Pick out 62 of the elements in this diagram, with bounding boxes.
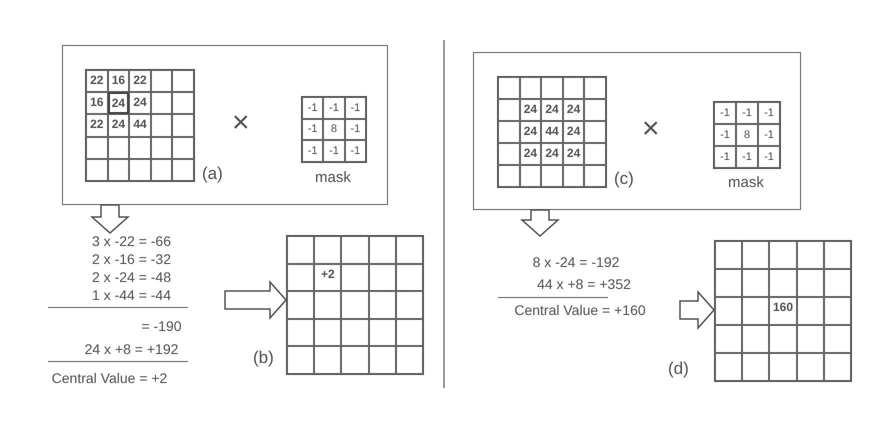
grid-cell: 8 (736, 124, 758, 146)
grid-cell: 24 (520, 99, 542, 121)
block-arrow (679, 290, 715, 330)
grid-cell: 24 (520, 121, 542, 143)
multiply-sign: × (232, 106, 250, 140)
caption-text: mask (315, 169, 351, 186)
block-arrow (224, 280, 287, 320)
panel-label: (d) (668, 359, 689, 379)
grid-cell: -1 (323, 97, 345, 119)
equation-text: 2 x -24 = -48 (91, 269, 172, 285)
grid-cell: 16 (86, 92, 108, 114)
multiply-sign: × (642, 112, 660, 146)
equation-text: 3 x -22 = -66 (91, 233, 172, 249)
grid-cell: 8 (323, 118, 345, 140)
grid-cell: 24 (108, 114, 130, 137)
grid-cell: -1 (302, 97, 324, 119)
grid-cell: 44 (129, 114, 151, 137)
grid-cell: -1 (344, 140, 366, 162)
grid-cell: 16 (108, 70, 130, 92)
grid-cell: 24 (129, 92, 151, 114)
frame-box (62, 45, 388, 205)
grid-cell: -1 (714, 146, 736, 168)
equation-text: 24 x +8 = +192 (84, 341, 180, 357)
caption-text: mask (728, 174, 764, 191)
grid-cell: 44 (541, 121, 563, 143)
grid-cell: 24 (541, 143, 563, 165)
grid-cell: -1 (758, 146, 780, 168)
grid-cell: 22 (86, 114, 108, 137)
grid-cell: -1 (323, 140, 345, 162)
grid-cell: -1 (344, 97, 366, 119)
grid-cell: -1 (758, 102, 780, 124)
equation-text: Central Value = +2 (50, 370, 168, 386)
grid-cell: -1 (758, 124, 780, 146)
grid-cell: -1 (302, 140, 324, 162)
grid-cell: -1 (714, 124, 736, 146)
grid-cell: 24 (562, 121, 584, 143)
panel-label: (a) (202, 164, 223, 184)
grid-cell: +2 (314, 264, 342, 292)
panel-label: (c) (614, 169, 634, 189)
grid-cell: -1 (302, 118, 324, 140)
frame-box (473, 52, 801, 210)
grid-cell: -1 (736, 102, 758, 124)
equation-text: Central Value = +160 (513, 302, 647, 318)
panel-label: (b) (253, 348, 274, 368)
block-arrow (520, 209, 560, 237)
grid-cell: -1 (714, 102, 736, 124)
grid-cell: 24 (562, 143, 584, 165)
grid-cell: 160 (769, 297, 797, 325)
equation-text: = -190 (140, 318, 183, 334)
grid-cell: -1 (736, 146, 758, 168)
grid-cell: 22 (129, 70, 151, 92)
grid-cell: 24 (562, 99, 584, 121)
grid-cell: 22 (86, 70, 108, 92)
equation-text: 8 x -24 = -192 (532, 254, 620, 270)
grid-cell: -1 (344, 118, 366, 140)
equation-text: 1 x -44 = -44 (91, 287, 172, 303)
grid-cell: 24 (108, 92, 130, 114)
equation-text: 2 x -16 = -32 (91, 251, 172, 267)
grid-cell: 24 (541, 99, 563, 121)
grid-cell: 24 (520, 143, 542, 165)
block-arrow (90, 204, 130, 234)
equation-text: 44 x +8 = +352 (536, 276, 632, 292)
